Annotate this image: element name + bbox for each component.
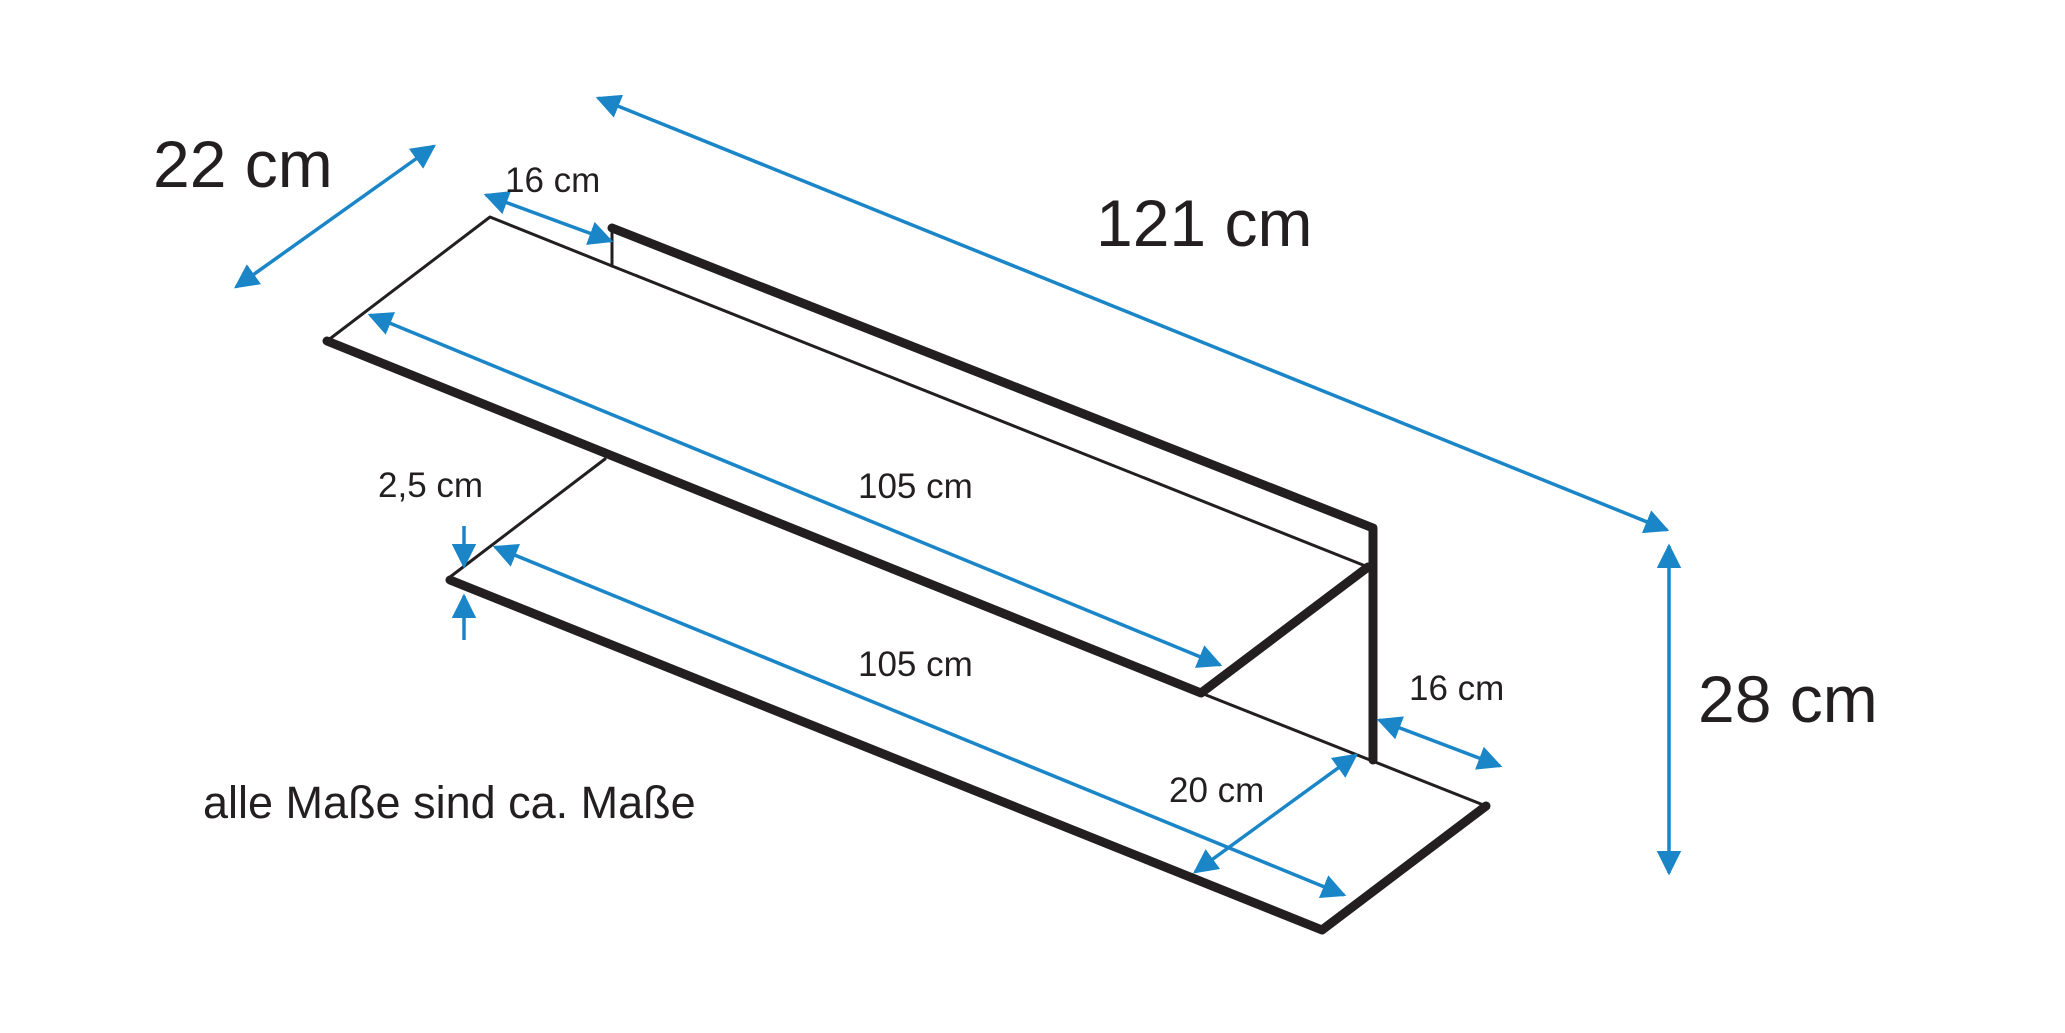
depth-side-arrow — [1376, 716, 1503, 770]
dimension-arrows — [234, 94, 1682, 898]
depth-bottom-shelf-arrow — [1193, 753, 1358, 874]
dimension-labels: 22 cm 16 cm 121 cm 105 cm 2,5 cm 105 cm … — [153, 127, 1878, 828]
top-shelf-top-face — [325, 215, 1370, 569]
depth-side-label: 16 cm — [1409, 669, 1504, 708]
bottom-shelf-front-edge — [445, 575, 1491, 935]
depth-bottom-shelf-label: 20 cm — [1169, 771, 1264, 810]
length-total-arrow — [595, 94, 1670, 534]
approximate-dimensions-note: alle Maße sind ca. Maße — [203, 777, 696, 828]
length-top-shelf-arrow — [367, 312, 1223, 668]
length-total-label: 121 cm — [1096, 186, 1312, 260]
depth-total-arrow — [234, 144, 436, 289]
depth-total-label: 22 cm — [153, 127, 333, 201]
depth-top-shelf-label: 16 cm — [505, 161, 600, 200]
depth-top-shelf-arrow — [483, 191, 614, 245]
height-total-label: 28 cm — [1698, 662, 1878, 736]
thickness-label: 2,5 cm — [378, 466, 483, 505]
length-bottom-shelf-arrow — [492, 544, 1347, 898]
length-bottom-shelf-label: 105 cm — [858, 645, 973, 684]
length-top-shelf-label: 105 cm — [858, 467, 973, 506]
back-panel-top-edge — [607, 223, 1378, 765]
top-shelf-front-edge — [322, 336, 1373, 698]
